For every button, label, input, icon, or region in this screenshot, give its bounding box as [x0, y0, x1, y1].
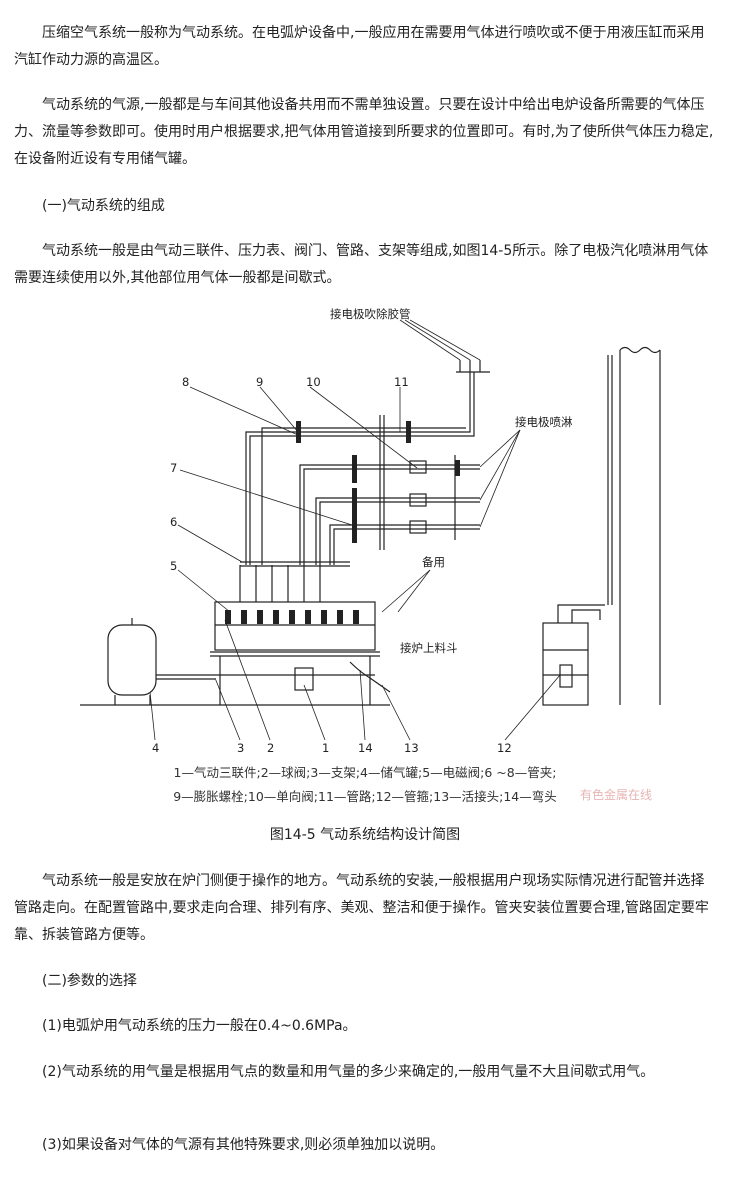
pneumatic-system-diagram: 接电极吹除胶管 接电极喷淋 备用 接炉上料斗 8 9 10 11 7 6 5 4… [80, 307, 661, 755]
parameter-item-2: (2)气动系统的用气量是根据用气点的数量和用气量的多少来确定的,一般用气量不大且… [42, 1064, 655, 1080]
paragraph-intro: 压缩空气系统一般称为气动系统。在电弧炉设备中,一般应用在需要用气体进行喷吹或不便… [14, 25, 705, 68]
callout-13: 13 [404, 741, 419, 755]
callout-10: 10 [306, 375, 321, 389]
callout-5: 5 [170, 559, 177, 573]
callout-7: 7 [170, 461, 177, 475]
figure-legend-line-2: 9—膨胀螺栓;10—单向阀;11—管路;12—管箍;13—活接头;14—弯头 [173, 789, 557, 804]
section-heading-parameters: (二)参数的选择 [42, 973, 137, 989]
callout-1: 1 [322, 741, 329, 755]
callout-12: 12 [497, 741, 512, 755]
figure-title: 图14-5 气动系统结构设计简图 [269, 827, 461, 843]
parameter-item-3: (3)如果设备对气体的气源有其他特殊要求,则必须单独加以说明。 [42, 1137, 445, 1153]
callout-11: 11 [394, 375, 409, 389]
callout-6: 6 [170, 515, 177, 529]
callout-8: 8 [182, 375, 189, 389]
label-electrode-spray: 接电极喷淋 [515, 415, 573, 429]
paragraph-air-source: 气动系统的气源,一般都是与车间其他设备共用而不需单独设置。只要在设计中给出电炉设… [14, 97, 714, 167]
paragraph-composition: 气动系统一般是由气动三联件、压力表、阀门、管路、支架等组成,如图14-5所示。除… [14, 243, 709, 286]
figure-legend-line-1: 1—气动三联件;2—球阀;3—支架;4—储气罐;5—电磁阀;6 ~8—管夹; [173, 765, 557, 780]
callout-9: 9 [256, 375, 263, 389]
paragraph-installation: 气动系统一般是安放在炉门侧便于操作的地方。气动系统的安装,一般根据用户现场实际情… [14, 873, 709, 943]
callout-2: 2 [267, 741, 274, 755]
label-electrode-blow-hose: 接电极吹除胶管 [330, 307, 411, 321]
callout-14: 14 [358, 741, 373, 755]
callout-4: 4 [152, 741, 159, 755]
parameter-item-1: (1)电弧炉用气动系统的压力一般在0.4~0.6MPa。 [42, 1018, 357, 1034]
section-heading-composition: (一)气动系统的组成 [42, 198, 165, 214]
watermark: 有色金属在线 [580, 788, 653, 802]
callout-3: 3 [237, 741, 244, 755]
label-furnace-hopper: 接炉上料斗 [400, 641, 458, 655]
label-spare: 备用 [422, 555, 445, 569]
